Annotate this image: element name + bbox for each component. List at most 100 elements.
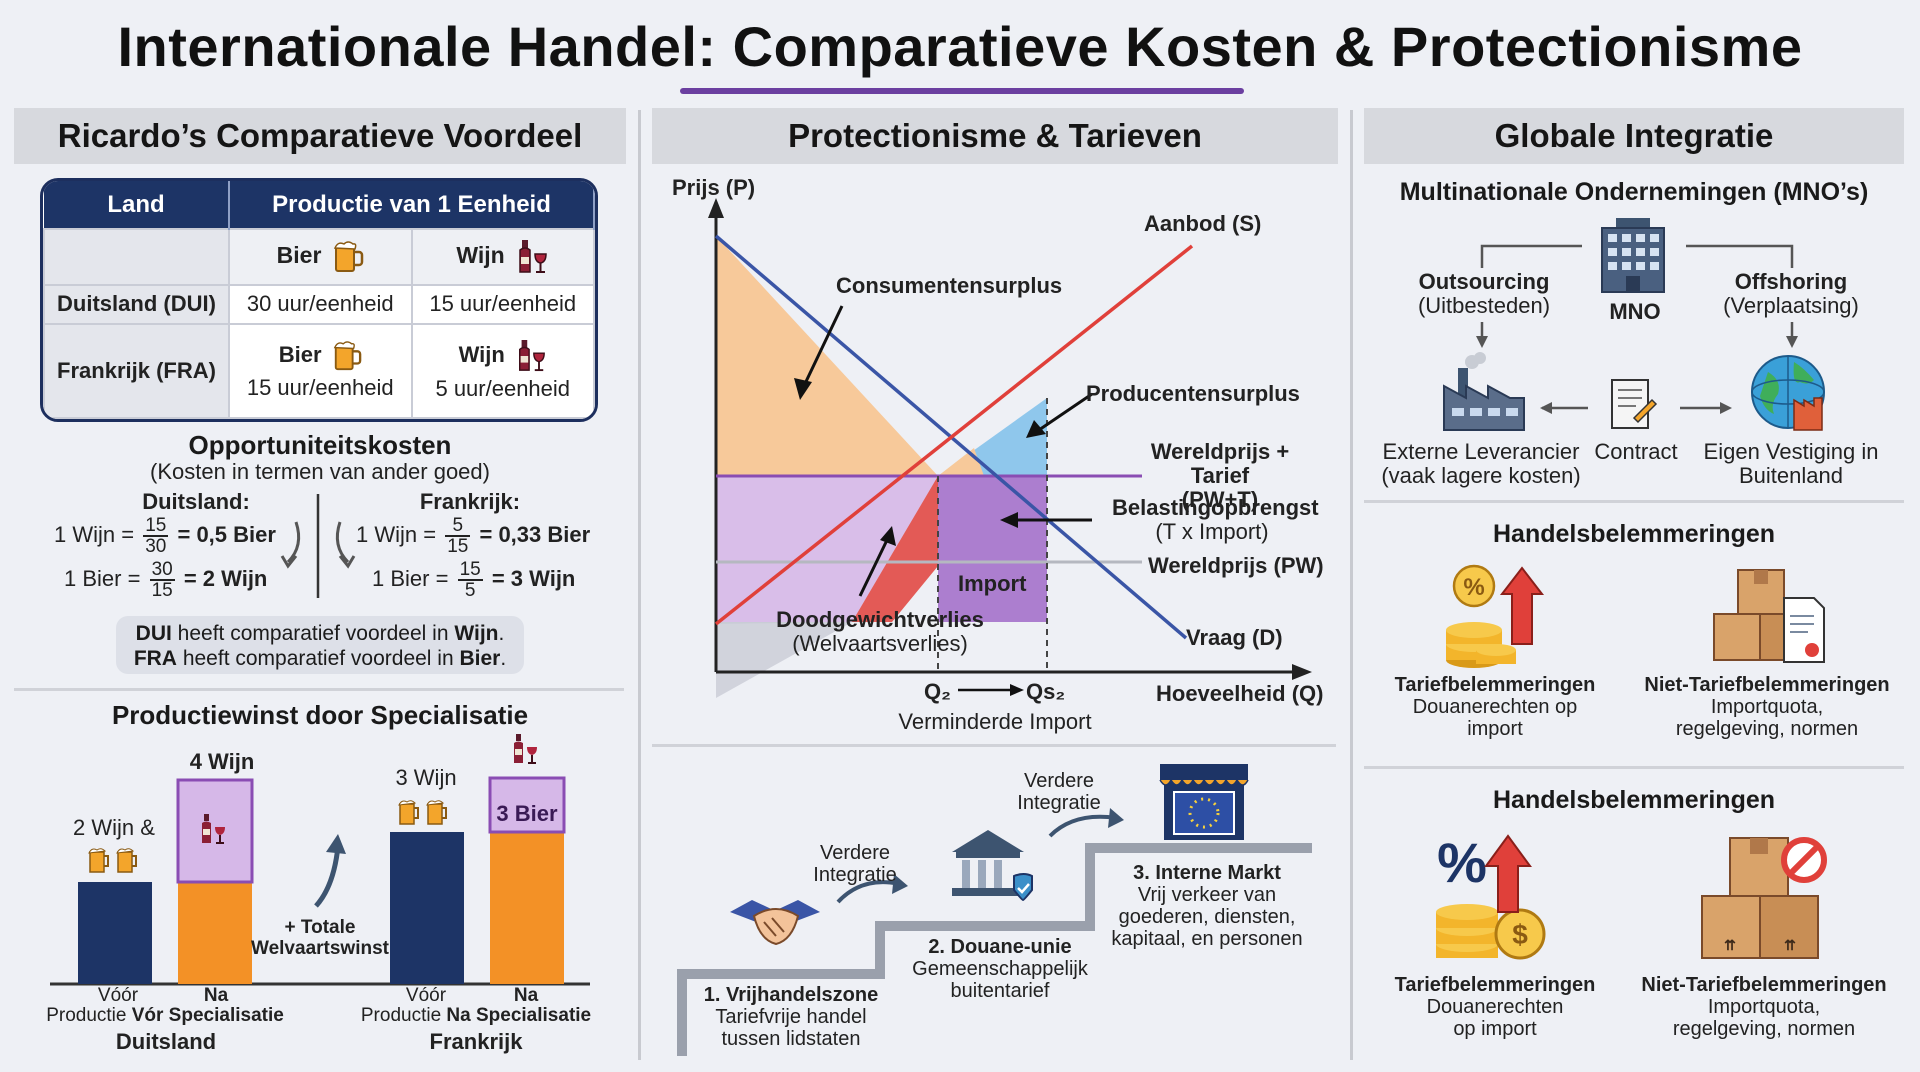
barriers-title-2: Handelsbelemmeringen (1492, 786, 1776, 814)
section-divider (14, 688, 624, 691)
barriers-icons-1: % (1446, 564, 1825, 668)
pw-label: Wereldprijs (PW) (1148, 553, 1324, 578)
fr-before-label: 3 Wijn (395, 765, 457, 790)
connector-line (1480, 244, 1582, 268)
gain-arrow-icon (314, 845, 341, 908)
de-before-label: 2 Wijn & (73, 815, 155, 840)
deadweight-loss-label: Doodgewichtverlies (Welvaartsverlies) (760, 607, 1000, 656)
mno-center-label: MNO (1609, 299, 1661, 324)
step-desc: buitentarief (950, 980, 1050, 1002)
offshoring-sub: (Verplaatsing) (1723, 293, 1859, 319)
step-desc: Vrij verkeer van (1137, 884, 1277, 906)
concl-good: Bier (459, 647, 501, 671)
numerator: 30 (149, 559, 175, 581)
row-label-fra: Frankrijk (FRA) (43, 322, 230, 419)
gain-line-1: + Totale (284, 917, 356, 938)
fra-bier-label: Bier (278, 341, 322, 367)
svg-text:%: % (1437, 831, 1487, 894)
barriers-title-1: Handelsbelemmeringen (1492, 520, 1776, 548)
fr-caption: Productie Na Specialisatie (346, 1005, 606, 1027)
formula-prefix: 1 Bier = (64, 565, 141, 591)
globe-icon (1751, 355, 1825, 431)
bar-de-after (178, 882, 252, 984)
tax-line-2: (T x Import) (1155, 519, 1269, 545)
barrier-nontariff-2: Niet-Tariefbelemmeringen Importquota, re… (1624, 974, 1904, 1040)
tax-line-1: Belastingopbrengst (1112, 495, 1319, 520)
numerator: 5 (445, 516, 471, 537)
consumer-surplus-label: Consumentensurplus (836, 273, 1063, 298)
bar-de-before (78, 882, 152, 984)
section-divider (1364, 766, 1904, 769)
na-label: Na (203, 985, 229, 1006)
dwl-line-1: Doodgewichtverlies (776, 607, 984, 632)
concl-country: DUI (135, 622, 172, 645)
na-label: Na (513, 985, 539, 1006)
opportunity-arrows (280, 494, 356, 598)
own-line-2: Buitenland (1739, 463, 1843, 489)
x-axis-label: Hoeveelheid (Q) (1156, 681, 1324, 706)
formula-result: = 2 Wijn (183, 565, 268, 591)
caption-bold: Na Specialisatie (446, 1005, 592, 1026)
barrier-title: Niet-Tariefbelemmeringen (1641, 974, 1887, 996)
de-label: Duitsland: (142, 489, 250, 514)
gain-line-2: Welvaartswinst (251, 937, 389, 959)
pointer-arrow (800, 305, 844, 391)
curved-arrow-icon (335, 521, 350, 564)
caption-prefix: Productie (360, 1005, 447, 1026)
pwt-label: Wereldprijs + Tarief (PW+T) (1120, 439, 1320, 513)
column-divider (1350, 110, 1353, 1060)
table-head-land: Land (44, 181, 230, 229)
specialisation-title: Productiewinst door Specialisatie (111, 700, 529, 730)
pointer-arrow (1035, 392, 1093, 434)
y-axis-label: Prijs (P) (672, 175, 756, 200)
supply-curve (714, 244, 1194, 626)
barrier-desc: Douanerechten op (1412, 696, 1578, 718)
curved-arrow-icon (836, 880, 901, 904)
label-line-1: Verdere (1023, 770, 1095, 792)
tax-revenue-area (938, 476, 1047, 622)
page-title: Internationale Handel: Comparatieve Kost… (117, 15, 1803, 78)
tariff-coins-icon: % (1446, 564, 1545, 668)
wine-icon (518, 340, 545, 372)
step-desc: tussen lidstaten (721, 1028, 861, 1050)
denominator: 5 (464, 580, 476, 601)
bier-label: Bier (276, 241, 322, 268)
supply-label: Aanbod (S) (1144, 211, 1262, 236)
mno-title: Multinationale Ondernemingen (MNO’s) (1399, 178, 1869, 206)
denominator: 15 (151, 580, 173, 601)
step-title: 3. Interne Markt (1133, 862, 1281, 884)
comparative-advantage-conclusion: DUI heeft comparatief voordeel in Wijn. … (116, 616, 524, 674)
customs-building-icon (952, 830, 1033, 902)
formula-result: = 3 Wijn (491, 565, 576, 591)
step-title: 2. Douane-unie (928, 936, 1072, 958)
mno-diagram (1443, 218, 1825, 431)
barrier-desc: import (1467, 718, 1523, 740)
curved-arrow-icon (1048, 814, 1117, 838)
step-desc: Gemeenschappelijk (912, 958, 1088, 980)
label-line-2: Integratie (813, 864, 897, 886)
concl-country: FRA (133, 647, 177, 671)
welfare-gain-label: + Totale Welvaartswinst (250, 917, 390, 960)
cell-fra-bier: Bier 15 uur/eenheid (228, 322, 413, 419)
numerator: 15 (143, 515, 169, 537)
pwt-line-1: Wereldprijs + Tarief (1150, 439, 1290, 489)
outsourcing-title: Outsourcing (1418, 269, 1550, 294)
formula-result: = 0,5 Bier (177, 521, 276, 547)
own-branch-label: Eigen Vestiging in Buitenland (1696, 439, 1886, 489)
row-label-dui: Duitsland (DUI) (43, 283, 230, 325)
tariff-coins-icon: % $ (1436, 831, 1546, 960)
formula-prefix: 1 Wijn = (54, 521, 135, 547)
cell-dui-wijn: 15 uur/eenheid (410, 283, 595, 325)
fr-country-label: Frankrijk (429, 1029, 523, 1054)
specialisation-graphic (50, 734, 590, 986)
beer-icon (88, 848, 109, 873)
bar-de-after-wine (176, 778, 254, 884)
price-band-area (716, 476, 938, 622)
ext-line-2: (vaak lagere kosten) (1381, 463, 1581, 489)
pw-area (716, 622, 852, 698)
fr-label: Frankrijk: (419, 489, 521, 514)
